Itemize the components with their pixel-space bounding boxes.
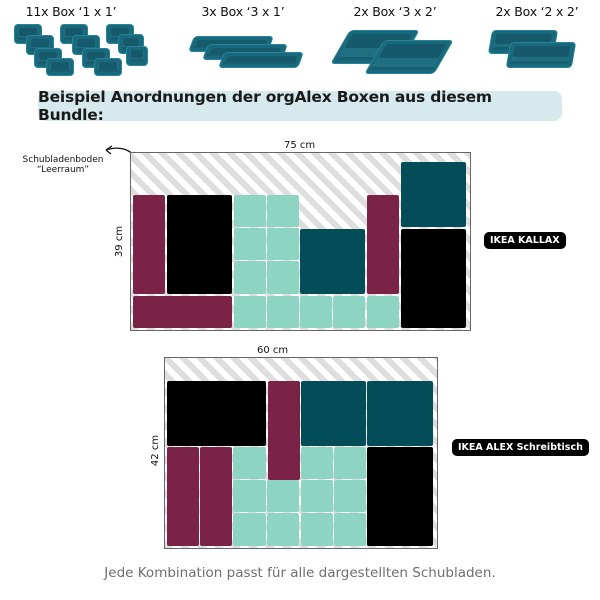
box-3x1 (268, 381, 300, 480)
box-1x1 (267, 261, 299, 294)
section-banner: Beispiel Anordnungen der orgAlex Boxen a… (38, 88, 562, 124)
box-3x1 (367, 195, 399, 294)
box-2x2 (301, 381, 366, 446)
product-label: 2x Box ‘3 x 2’ (353, 4, 437, 19)
alex-tag: IKEA ALEX Schreibtisch (452, 439, 589, 456)
box-1x1 (301, 513, 333, 546)
product-label: 3x Box ‘3 x 1’ (201, 4, 285, 19)
alex-width-label: 60 cm (257, 345, 289, 356)
product-3x2: 2x Box ‘3 x 2’ (330, 4, 460, 76)
box-1x1 (234, 296, 266, 328)
box-1x1 (300, 296, 332, 328)
box-3x2 (401, 229, 466, 328)
box-1x1 (234, 195, 266, 227)
product-1x1: 11x Box ‘1 x 1’ (6, 4, 148, 76)
box-1x1 (233, 447, 266, 479)
box-3x2 (167, 195, 232, 294)
box-1x1 (233, 513, 266, 546)
alex-height-label: 42 cm (150, 434, 162, 467)
annotation-line-2: “Leerraum” (36, 165, 90, 175)
box-3x2 (367, 447, 433, 546)
footer-note: Jede Kombination passt für alle dargeste… (104, 565, 496, 581)
box-3x2 (167, 381, 266, 446)
kallax-width-label: 75 cm (284, 140, 316, 151)
box-3x2-image (330, 22, 460, 76)
box-1x1 (367, 296, 399, 328)
kallax-drawer-frame (130, 152, 471, 331)
annotation-line-1: Schubladenboden (22, 155, 104, 165)
box-3x1 (133, 195, 165, 294)
box-1x1 (267, 228, 299, 260)
box-2x2 (401, 162, 466, 227)
kallax-tag: IKEA KALLAX (484, 232, 566, 249)
box-3x1 (133, 296, 232, 328)
product-label: 2x Box ‘2 x 2’ (495, 4, 579, 19)
box-1x1 (267, 480, 299, 512)
box-2x2 (367, 381, 433, 446)
box-1x1 (267, 195, 299, 227)
alex-drawer-frame (164, 357, 438, 549)
box-1x1 (267, 513, 299, 546)
product-label: 11x Box ‘1 x 1’ (25, 4, 117, 19)
box-3x1 (200, 447, 232, 546)
box-3x1-image (183, 22, 304, 72)
box-1x1 (333, 296, 365, 328)
box-1x1 (234, 228, 266, 260)
box-2x2-image (484, 22, 590, 72)
box-1x1 (334, 480, 366, 512)
empty-space-annotation: Schubladenboden “Leerraum” (20, 155, 106, 175)
box-1x1 (233, 480, 266, 512)
box-1x1 (334, 447, 366, 479)
box-1x1 (334, 513, 366, 546)
product-2x2: 2x Box ‘2 x 2’ (484, 4, 590, 72)
box-1x1 (301, 447, 333, 479)
box-1x1 (234, 261, 266, 294)
box-2x2 (300, 229, 365, 294)
box-1x1-image (6, 22, 148, 76)
kallax-height-label: 39 cm (114, 225, 126, 258)
box-1x1 (267, 296, 299, 328)
product-3x1: 3x Box ‘3 x 1’ (183, 4, 304, 72)
box-1x1 (301, 480, 333, 512)
box-3x1 (167, 447, 199, 546)
